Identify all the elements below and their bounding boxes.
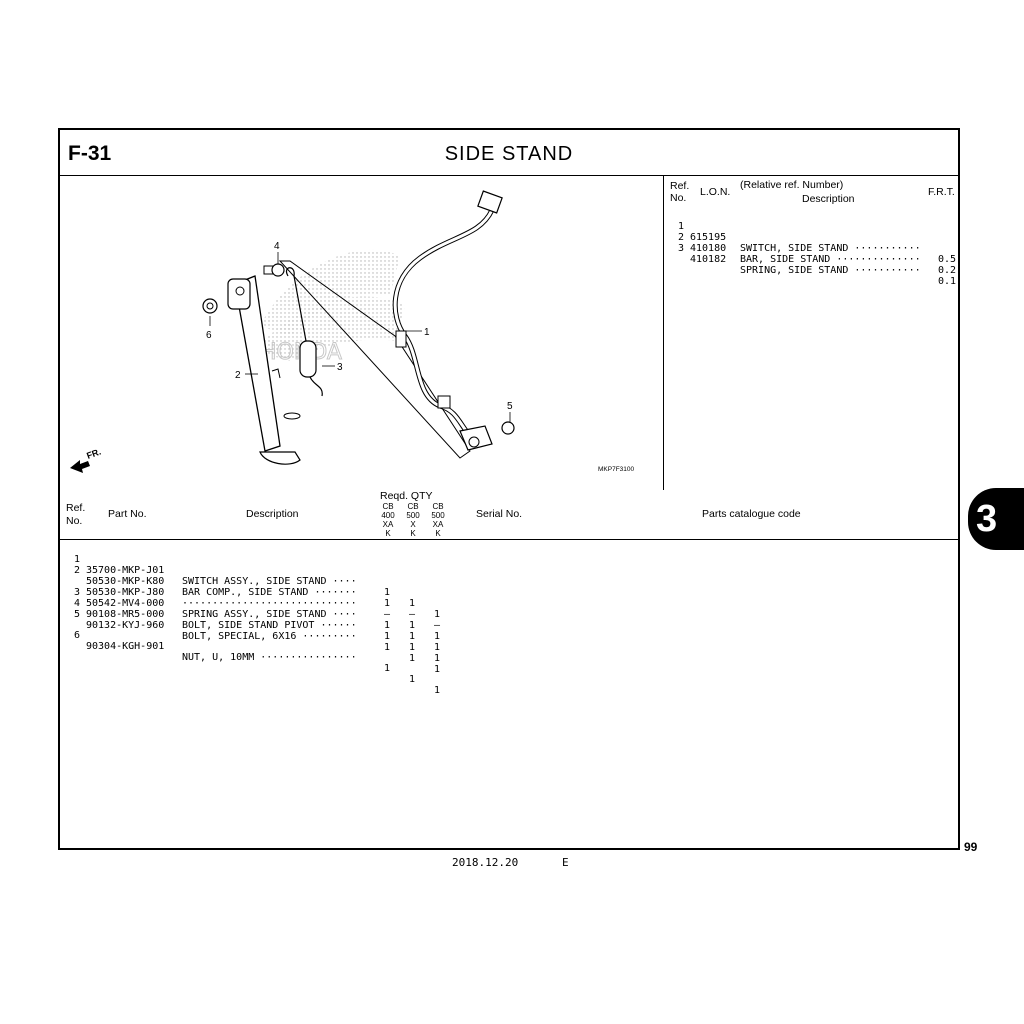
upper-row: 3 410182 SPRING, SIDE STAND ··········· … — [678, 243, 957, 287]
illustration-code: MKP7F3100 — [598, 466, 635, 473]
upper-ref-label: Ref. — [670, 180, 690, 192]
pivot-bolt — [263, 263, 285, 277]
callout-3: 3 — [337, 362, 343, 373]
front-direction-arrow-icon — [70, 460, 90, 473]
section-tab[interactable]: 3 — [968, 488, 1024, 550]
frame-bracket — [278, 260, 471, 459]
upper-no-label: No. — [670, 192, 687, 204]
upper-row: 1 615195 SWITCH, SIDE STAND ··········· … — [678, 221, 957, 265]
special-bolt — [501, 421, 515, 435]
u-nut — [202, 298, 218, 314]
serial-no-label: Serial No. — [476, 508, 523, 520]
table-row: 2 50530-MKP-K80 BAR COMP., SIDE STAND ··… — [74, 565, 441, 631]
table-row: 50530-MKP-J80 ··························… — [86, 587, 441, 642]
upper-parts-list: Ref. No. L.O.N. (Relative ref. Number) D… — [664, 176, 960, 490]
callout-6: 6 — [206, 330, 212, 341]
table-row: 6 90304-KGH-901 NUT, U, 10MM ···········… — [74, 630, 441, 696]
lower-table-header: Ref. No. Part No. Description Reqd. QTY … — [60, 490, 958, 540]
upper-frt-label: F.R.T. — [928, 186, 955, 198]
print-date: 2018.12.20 — [452, 856, 519, 869]
upper-lon-label: L.O.N. — [700, 186, 731, 198]
callout-2: 2 — [235, 370, 241, 381]
table-row: 4 90108-MR5-000 BOLT, SIDE STAND PIVOT ·… — [74, 598, 441, 664]
figure-title: SIDE STAND — [444, 143, 574, 165]
callout-1: 1 — [424, 327, 430, 338]
section-tab-label: 3 — [976, 498, 998, 540]
catalogue-frame: F-31 SIDE STAND HONDA — [58, 128, 960, 850]
table-row: 5 90132-KYJ-960 BOLT, SPECIAL, 6X16 ····… — [74, 609, 441, 675]
callout-5: 5 — [507, 401, 513, 412]
lower-description-label: Description — [246, 508, 299, 520]
callout-4: 4 — [274, 241, 280, 252]
side-stand-spring — [286, 267, 323, 397]
catalogue-code-label: Parts catalogue code — [702, 508, 801, 520]
side-stand-switch — [392, 190, 503, 451]
lower-ref-label: Ref. — [66, 502, 86, 514]
figure-number: F-31 — [68, 142, 112, 165]
lower-part-no-label: Part No. — [108, 508, 147, 520]
front-direction-label: FR. — [85, 447, 102, 461]
reqd-qty-label: Reqd. QTY — [380, 490, 433, 502]
lower-no-label: No. — [66, 515, 83, 527]
leader-lines — [209, 252, 511, 422]
side-stand-bar — [227, 275, 301, 465]
edition-code: E — [562, 856, 569, 869]
table-row: 3 50542-MV4-000 SPRING ASSY., SIDE STAND… — [74, 587, 441, 653]
upper-relative-label: (Relative ref. Number) — [740, 179, 844, 191]
page-number: 99 — [964, 840, 978, 854]
table-row: 1 35700-MKP-J01 SWITCH ASSY., SIDE STAND… — [74, 554, 441, 620]
upper-description-label: Description — [802, 193, 855, 205]
upper-row: 2 410180 BAR, SIDE STAND ·············· … — [678, 232, 957, 276]
exploded-view-drawing: HONDA — [70, 190, 635, 473]
exploded-view-illustration: HONDA — [60, 176, 664, 490]
title-bar: F-31 SIDE STAND — [60, 130, 958, 176]
